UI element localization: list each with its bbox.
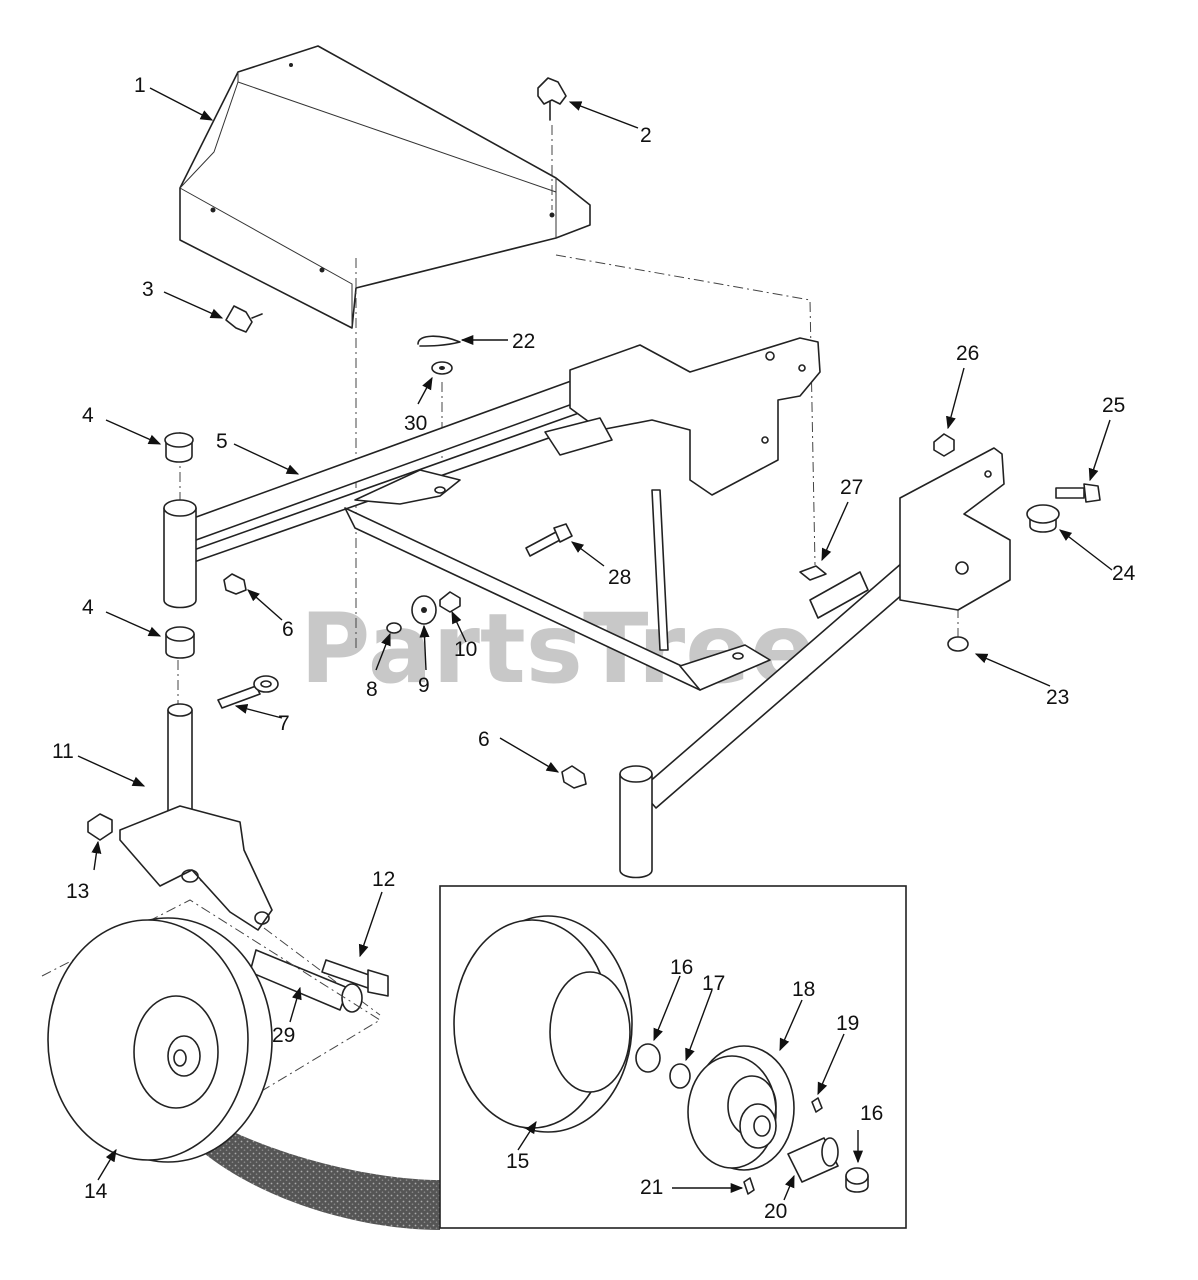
callout-17: 17 xyxy=(702,972,725,995)
callout-24: 24 xyxy=(1112,562,1136,585)
callout-21: 21 xyxy=(640,1176,663,1199)
callout-12: 12 xyxy=(372,868,395,891)
callout-26: 26 xyxy=(956,342,979,365)
part-tire-15 xyxy=(453,915,633,1133)
callout-11: 11 xyxy=(52,740,74,763)
part-bolt-25 xyxy=(1055,483,1101,503)
callout-18: 18 xyxy=(792,978,815,1001)
callout-6-right: 6 xyxy=(478,728,490,751)
part-pulley-18 xyxy=(687,1045,795,1171)
part-nut-27 xyxy=(799,565,827,581)
callout-20: 20 xyxy=(764,1200,787,1223)
callout-30: 30 xyxy=(404,412,427,435)
inset-box xyxy=(439,885,907,1229)
callout-5: 5 xyxy=(216,430,228,453)
part-nut-26 xyxy=(933,433,955,457)
callout-10: 10 xyxy=(454,638,477,661)
part-bolt-12 xyxy=(321,959,389,997)
callout-13: 13 xyxy=(66,880,89,903)
part-fitting-19 xyxy=(811,1097,823,1113)
part-fitting-6-left xyxy=(223,573,247,595)
part-bushing-24 xyxy=(1026,504,1060,533)
part-fitting-6-right xyxy=(561,765,587,789)
part-caster-yoke-11 xyxy=(119,703,273,931)
callout-15: 15 xyxy=(506,1150,529,1173)
callout-22: 22 xyxy=(512,330,535,353)
part-bushing-4-upper xyxy=(164,432,194,463)
callout-19: 19 xyxy=(836,1012,859,1035)
callout-8: 8 xyxy=(366,678,378,701)
callout-23: 23 xyxy=(1046,686,1069,709)
callout-25: 25 xyxy=(1102,394,1125,417)
part-bearing-16-right xyxy=(845,1167,869,1193)
leader-lines xyxy=(77,87,1113,1201)
part-nut-10 xyxy=(439,591,461,613)
part-knob-3 xyxy=(225,305,263,333)
part-threaded-rod xyxy=(651,489,669,651)
callout-9: 9 xyxy=(418,674,430,697)
part-washer-9 xyxy=(411,595,437,625)
part-axle-20 xyxy=(787,1137,839,1183)
callout-16-left: 16 xyxy=(670,956,693,979)
part-pin-22 xyxy=(417,335,461,347)
callout-2: 2 xyxy=(640,124,652,147)
part-wheel-14 xyxy=(41,899,440,1230)
part-washer-30 xyxy=(431,361,453,375)
callout-labels: 1 2 3 4 4 5 6 6 7 8 9 10 11 12 13 14 15 … xyxy=(52,74,1136,1223)
part-frame-5 xyxy=(163,337,821,691)
part-nut-13 xyxy=(87,813,113,841)
part-knob-2 xyxy=(537,77,567,121)
callout-7: 7 xyxy=(278,712,290,735)
callout-6-left: 6 xyxy=(282,618,294,641)
callout-4-upper: 4 xyxy=(82,404,94,427)
part-zerk-21 xyxy=(743,1177,755,1195)
callout-29: 29 xyxy=(272,1024,295,1047)
callout-27: 27 xyxy=(840,476,863,499)
callout-3: 3 xyxy=(142,278,154,301)
part-pin-7 xyxy=(217,675,279,709)
callout-16-right: 16 xyxy=(860,1102,883,1125)
part-spacer-17 xyxy=(669,1063,691,1089)
part-bushing-4-lower xyxy=(165,626,195,659)
part-cover xyxy=(179,45,591,329)
callout-14: 14 xyxy=(84,1180,108,1203)
callout-4-lower: 4 xyxy=(82,596,94,619)
part-bearing-16-left xyxy=(635,1043,661,1073)
callout-1: 1 xyxy=(134,74,146,97)
part-lockwasher-8 xyxy=(386,622,402,634)
part-axle-right xyxy=(619,447,1011,879)
callout-28: 28 xyxy=(608,566,631,589)
part-clip-23 xyxy=(947,636,969,652)
part-bolt-28 xyxy=(525,523,573,557)
